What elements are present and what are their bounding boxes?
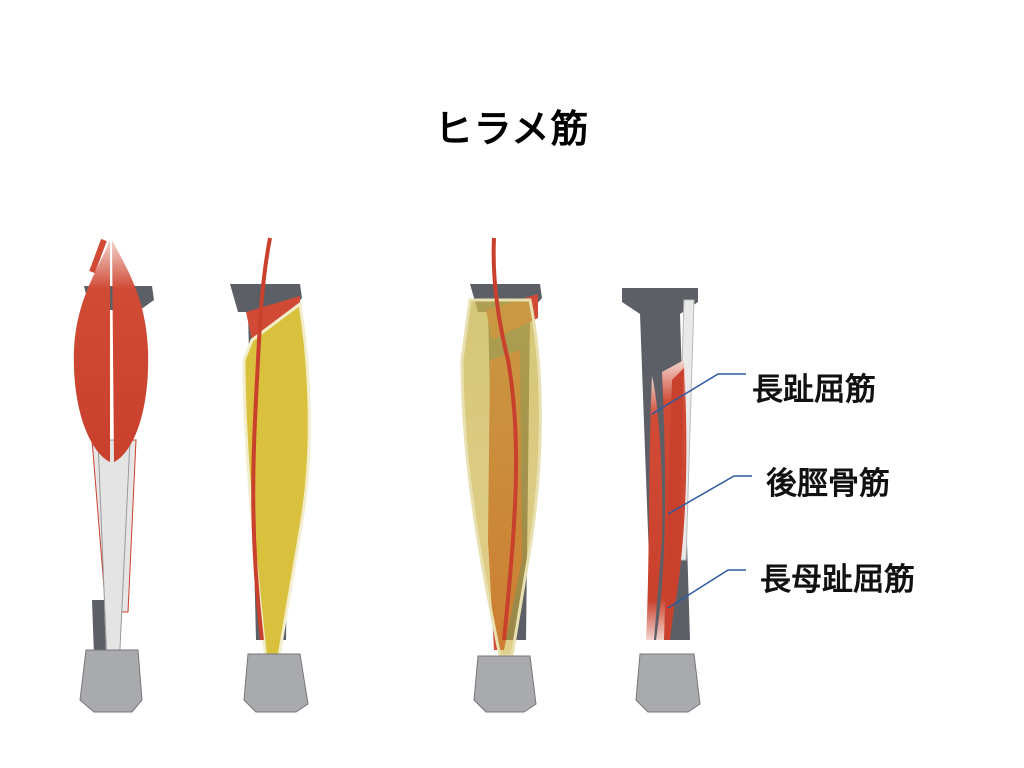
foot-bones (474, 656, 536, 712)
label-flexor-hallucis-longus: 長母趾屈筋 (760, 554, 915, 599)
soleus-transparent (462, 300, 540, 656)
foot-bones (80, 650, 142, 712)
leg-gastrocnemius-view (74, 240, 154, 712)
leg-deep-flexors-view (622, 288, 700, 712)
foot-bones (244, 654, 308, 712)
leg-soleus-view (230, 238, 309, 712)
leg-transparent-view (462, 238, 542, 712)
label-tibialis-posterior: 後脛骨筋 (766, 458, 890, 503)
lower-leg-bone-left (92, 600, 106, 655)
gastrocnemius-lateral-head (112, 240, 148, 462)
label-flexor-digitorum-longus: 長趾屈筋 (752, 364, 876, 409)
foot-bones (636, 654, 700, 712)
gastrocnemius-medial-head (74, 240, 110, 462)
